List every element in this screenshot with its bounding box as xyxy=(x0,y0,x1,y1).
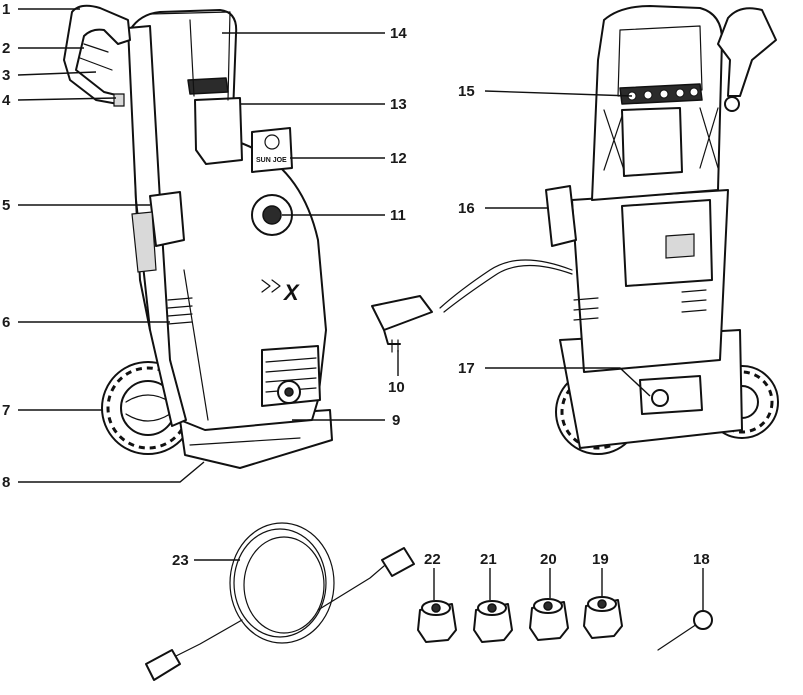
callout-8: 8 xyxy=(2,474,10,491)
callout-11: 11 xyxy=(390,207,406,224)
callout-14: 14 xyxy=(390,25,407,42)
callout-16: 16 xyxy=(458,200,475,217)
callout-20: 20 xyxy=(540,551,557,568)
callout-21: 21 xyxy=(480,551,497,568)
callout-labels: 1 2 3 4 5 6 7 8 9 10 11 12 13 14 15 16 1… xyxy=(2,1,710,569)
rear-view-illustration xyxy=(371,5,779,455)
callout-15: 15 xyxy=(458,83,475,100)
model-mark-letter: X xyxy=(282,280,300,305)
callout-12: 12 xyxy=(390,150,407,167)
callout-13: 13 xyxy=(390,96,407,113)
callout-3: 3 xyxy=(2,67,10,84)
callout-2: 2 xyxy=(2,40,10,57)
callout-4: 4 xyxy=(2,92,11,109)
callout-6: 6 xyxy=(2,314,10,331)
callout-5: 5 xyxy=(2,197,10,214)
spray-nozzle-19-illustration xyxy=(583,596,623,639)
callout-1: 1 xyxy=(2,1,10,18)
callout-23: 23 xyxy=(172,552,189,569)
model-mark: X xyxy=(261,279,300,305)
high-pressure-hose-illustration xyxy=(145,522,415,681)
callout-9: 9 xyxy=(392,412,400,429)
callout-7: 7 xyxy=(2,402,10,419)
callout-17: 17 xyxy=(458,360,475,377)
logo-text: SUN JOE xyxy=(256,157,287,164)
nozzle-cleaning-pin-illustration xyxy=(657,610,713,651)
spray-nozzle-22-illustration xyxy=(417,600,457,643)
spray-nozzle-21-illustration xyxy=(473,600,513,643)
callout-18: 18 xyxy=(693,551,710,568)
leader-lines xyxy=(17,8,704,610)
callout-19: 19 xyxy=(592,551,609,568)
front-view-illustration: SUN JOE X xyxy=(63,4,333,469)
sun-joe-logo-plate: SUN JOE xyxy=(251,127,293,173)
spray-nozzle-20-illustration xyxy=(529,598,569,641)
callout-10: 10 xyxy=(388,379,405,396)
callout-22: 22 xyxy=(424,551,441,568)
